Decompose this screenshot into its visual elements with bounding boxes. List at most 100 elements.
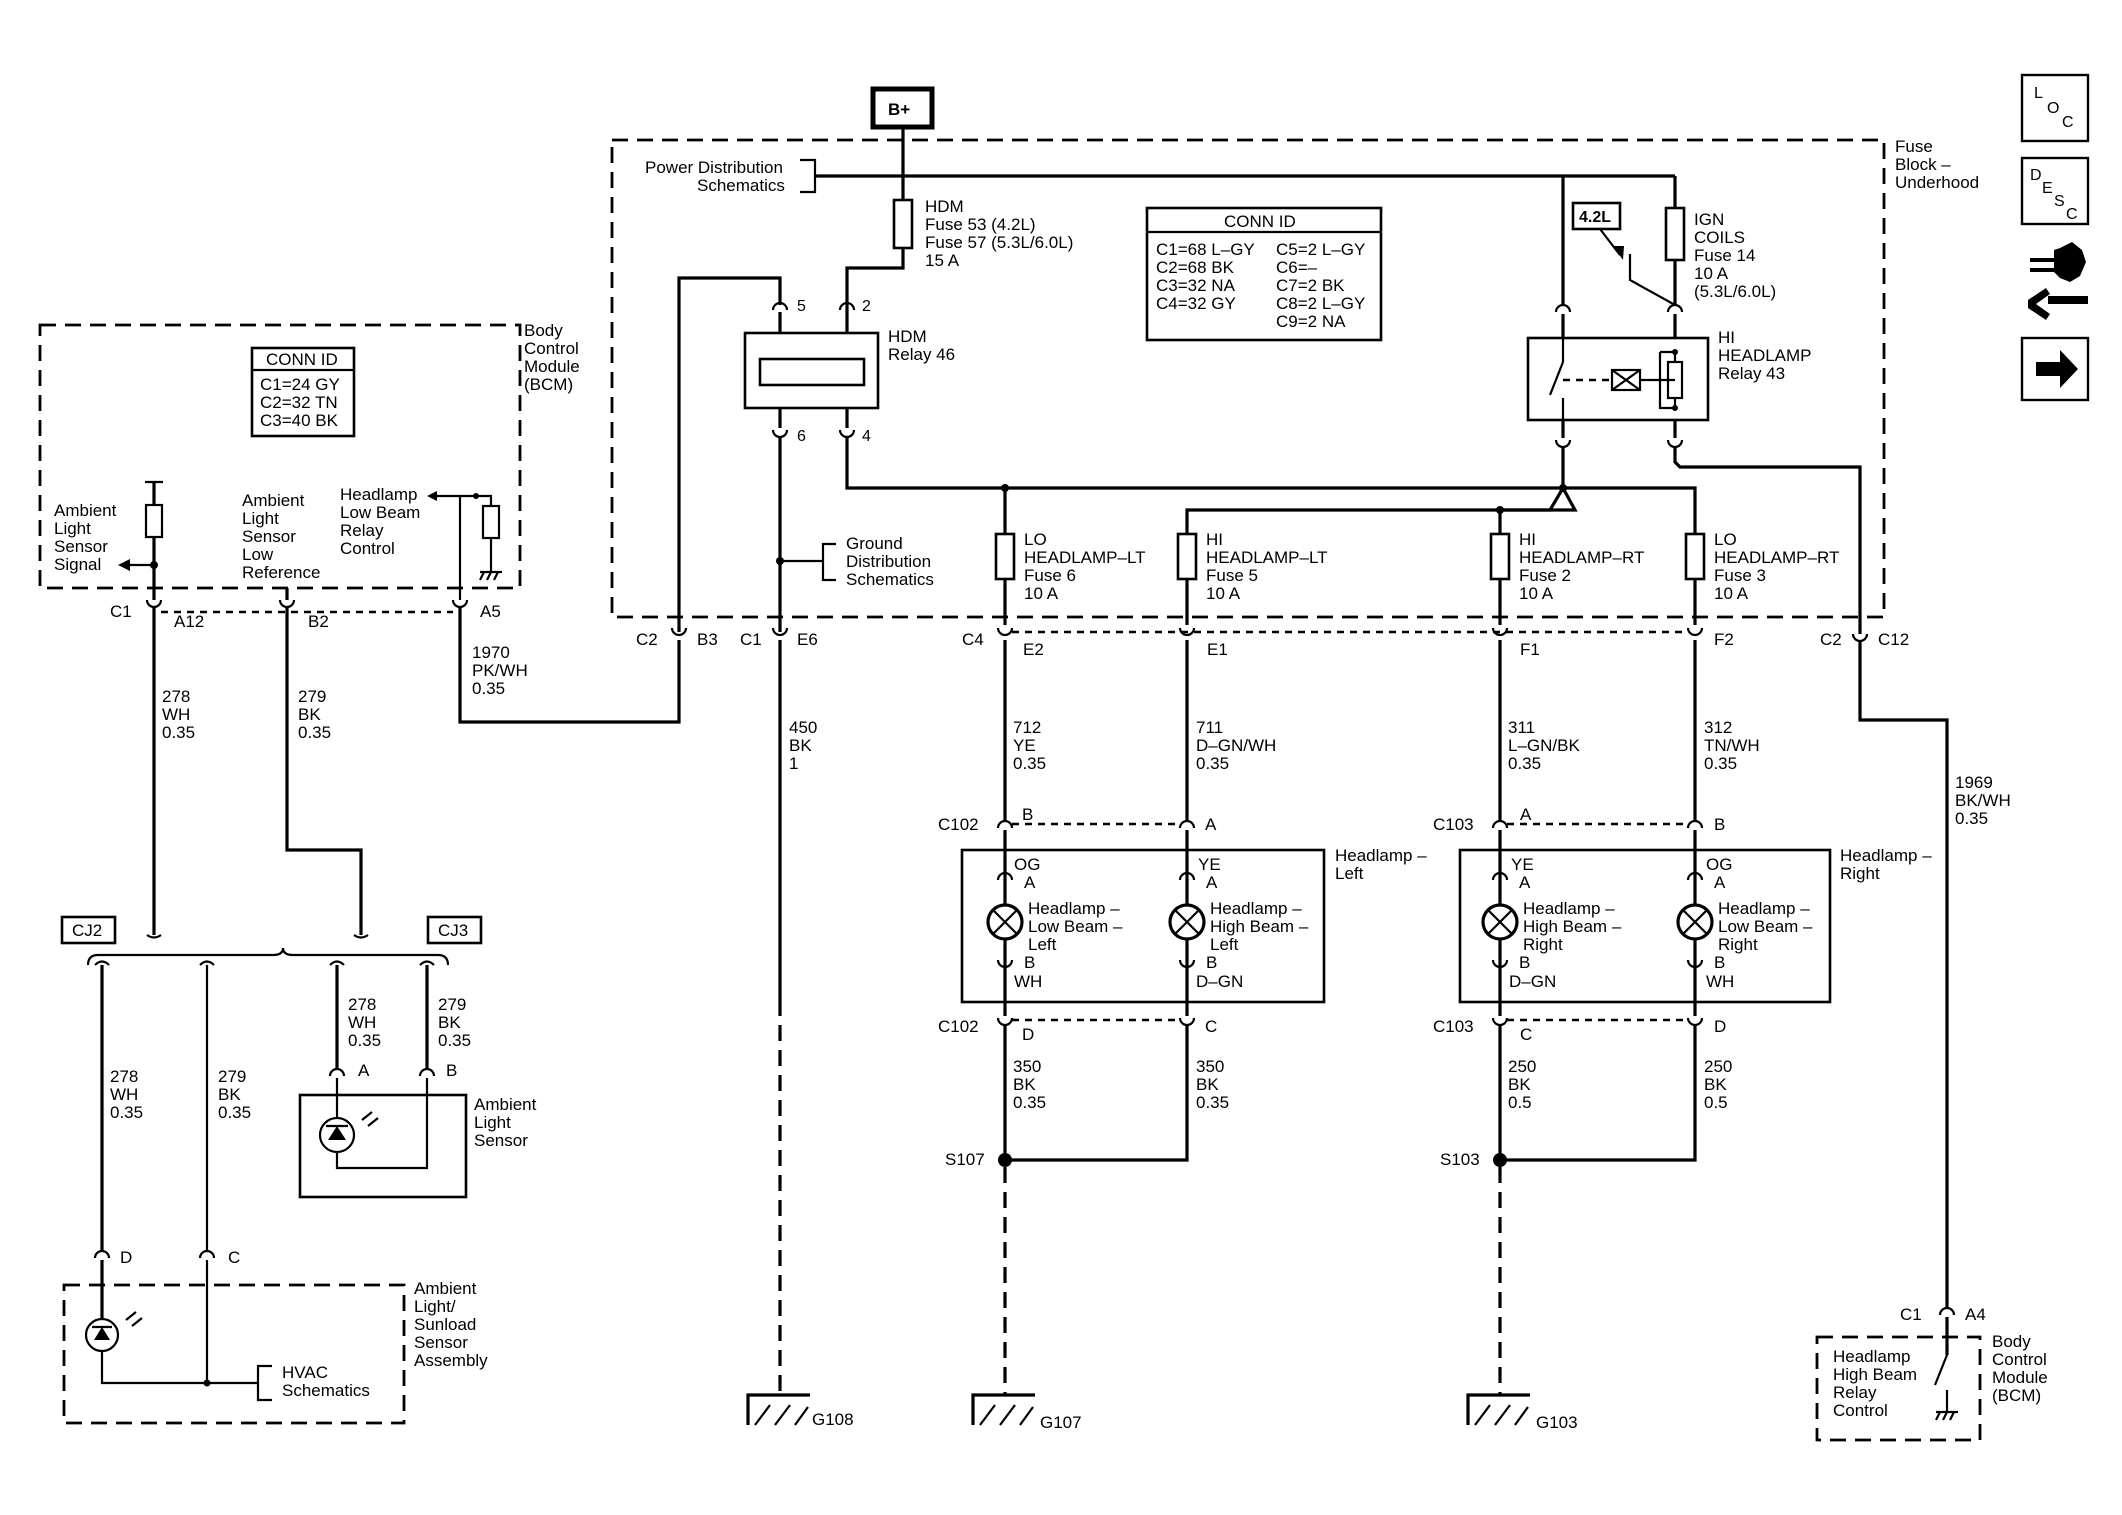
power-distribution-reference[interactable]: Power Distribution Schematics: [645, 158, 830, 195]
svg-text:Low: Low: [242, 545, 274, 564]
svg-text:G103: G103: [1536, 1413, 1578, 1432]
svg-text:C12: C12: [1878, 630, 1909, 649]
svg-text:Power Distribution: Power Distribution: [645, 158, 783, 177]
svg-text:BK/WH: BK/WH: [1955, 791, 2011, 810]
svg-text:B: B: [446, 1061, 457, 1080]
svg-text:Block –: Block –: [1895, 155, 1951, 174]
bcm-bottom-boundary: [1815, 1335, 1982, 1442]
svg-text:Relay 46: Relay 46: [888, 345, 955, 364]
description-button[interactable]: D E S C: [2020, 156, 2090, 226]
svg-text:Relay: Relay: [1833, 1383, 1877, 1402]
svg-text:F2: F2: [1714, 630, 1734, 649]
svg-text:0.35: 0.35: [1196, 754, 1229, 773]
svg-text:C102: C102: [938, 815, 979, 834]
junction-cj2-cj3: CJ2 CJ3: [60, 915, 483, 966]
fuse-block-underhood-boundary: [610, 138, 1886, 619]
svg-text:HEADLAMP–LT: HEADLAMP–LT: [1206, 548, 1328, 567]
wire-279-bk-sunload: 279 BK 0.35: [218, 1067, 251, 1122]
svg-text:Ground: Ground: [846, 534, 903, 553]
svg-text:Relay 43: Relay 43: [1718, 364, 1785, 383]
svg-text:Assembly: Assembly: [414, 1351, 488, 1370]
svg-text:311: 311: [1508, 718, 1535, 737]
svg-text:C9=2 NA: C9=2 NA: [1276, 312, 1346, 331]
ground-g108: G108: [746, 1393, 854, 1429]
svg-text:Light: Light: [474, 1113, 511, 1132]
svg-text:Headlamp –: Headlamp –: [1523, 899, 1615, 918]
ambient-light-sensor: A B Ambient Light Sensor: [298, 1061, 537, 1199]
svg-text:High Beam: High Beam: [1833, 1365, 1917, 1384]
svg-text:D–GN: D–GN: [1196, 972, 1243, 991]
svg-text:Left: Left: [1210, 935, 1239, 954]
bcm-top-boundary: [38, 323, 522, 590]
svg-text:Light: Light: [242, 509, 279, 528]
svg-text:A5: A5: [480, 602, 501, 621]
bcm-hi-beam-relay-control: Headlamp High Beam Relay Control: [1833, 1317, 1958, 1421]
headlamp-high-beam-right: YE A Headlamp – High Beam – Right B D–GN: [1481, 830, 1622, 1016]
svg-text:Control: Control: [524, 339, 579, 358]
svg-text:Fuse 5: Fuse 5: [1206, 566, 1258, 585]
svg-text:278: 278: [110, 1067, 138, 1086]
hdm-fuse-label: HDM Fuse 53 (4.2L) Fuse 57 (5.3L/6.0L) 1…: [925, 197, 1073, 270]
svg-text:D: D: [2030, 167, 2042, 184]
svg-text:S: S: [2054, 193, 2065, 210]
svg-text:0.35: 0.35: [348, 1031, 381, 1050]
location-button[interactable]: L O C: [2020, 73, 2090, 143]
svg-text:Light/: Light/: [414, 1297, 456, 1316]
svg-text:OG: OG: [1014, 855, 1040, 874]
svg-text:D: D: [120, 1248, 132, 1267]
svg-text:Fuse 53 (4.2L): Fuse 53 (4.2L): [925, 215, 1036, 234]
connector-tool-icon[interactable]: [2028, 242, 2088, 320]
svg-text:C1: C1: [1900, 1305, 1922, 1324]
svg-text:Left: Left: [1028, 935, 1057, 954]
svg-text:HEADLAMP–LT: HEADLAMP–LT: [1024, 548, 1146, 567]
svg-text:B: B: [1024, 953, 1035, 972]
svg-text:Body: Body: [524, 321, 563, 340]
svg-text:Fuse 57 (5.3L/6.0L): Fuse 57 (5.3L/6.0L): [925, 233, 1073, 252]
svg-text:C4=32 GY: C4=32 GY: [1156, 294, 1236, 313]
svg-text:0.35: 0.35: [1955, 809, 1988, 828]
svg-text:B: B: [1714, 815, 1725, 834]
svg-text:Low Beam –: Low Beam –: [1718, 917, 1813, 936]
svg-text:Reference: Reference: [242, 563, 320, 582]
svg-text:B: B: [1519, 953, 1530, 972]
next-page-button[interactable]: [2020, 336, 2090, 402]
ground-distribution-reference[interactable]: Ground Distribution Schematics: [780, 534, 934, 589]
svg-text:CJ3: CJ3: [438, 921, 468, 940]
svg-text:Schematics: Schematics: [282, 1381, 370, 1400]
svg-text:A: A: [1024, 873, 1036, 892]
svg-text:250: 250: [1508, 1057, 1536, 1076]
svg-text:712: 712: [1013, 718, 1041, 737]
svg-text:A: A: [1519, 873, 1531, 892]
svg-text:(BCM): (BCM): [524, 375, 573, 394]
svg-text:COILS: COILS: [1694, 228, 1745, 247]
svg-text:D: D: [1022, 1025, 1034, 1044]
svg-text:C: C: [2062, 114, 2074, 131]
svg-text:Sensor: Sensor: [242, 527, 296, 546]
svg-text:0.35: 0.35: [298, 723, 331, 742]
connector-c103-bottom: C103 C D: [1433, 1017, 1726, 1044]
svg-text:HI: HI: [1519, 530, 1536, 549]
svg-text:711: 711: [1196, 718, 1223, 737]
bcm-c1-connectors: C1 A12 B2 A5: [110, 599, 501, 631]
svg-text:High Beam –: High Beam –: [1523, 917, 1622, 936]
svg-text:HI: HI: [1718, 328, 1735, 347]
svg-text:C103: C103: [1433, 1017, 1474, 1036]
svg-text:C5=2 L–GY: C5=2 L–GY: [1276, 240, 1365, 259]
svg-text:10 A: 10 A: [1694, 264, 1729, 283]
wire-350-bk-a: 350 BK 0.35: [1013, 1057, 1046, 1112]
svg-text:E1: E1: [1207, 640, 1228, 659]
svg-text:HEADLAMP: HEADLAMP: [1718, 346, 1812, 365]
svg-text:Sensor: Sensor: [474, 1131, 528, 1150]
svg-text:BK: BK: [438, 1013, 461, 1032]
svg-text:Sensor: Sensor: [54, 537, 108, 556]
conn-id-fuse-block-table: CONN ID C1=68 L–GY C2=68 BK C3=32 NA C4=…: [1145, 206, 1383, 342]
svg-text:A: A: [1520, 805, 1532, 824]
wire-1969-bk-wh: 1969 BK/WH 0.35: [1955, 773, 2011, 828]
splice-s103: S103: [1440, 1150, 1507, 1169]
svg-text:Fuse 6: Fuse 6: [1024, 566, 1076, 585]
svg-text:Headlamp: Headlamp: [340, 485, 418, 504]
wire-312-tn-wh: 312 TN/WH 0.35: [1704, 718, 1760, 773]
bcm-ambient-signal-circuit: Ambient Light Sensor Signal: [54, 480, 164, 600]
sunload-sensor-assembly: D C HVAC Schematics Ambient Light/ Sunlo…: [62, 1248, 488, 1425]
